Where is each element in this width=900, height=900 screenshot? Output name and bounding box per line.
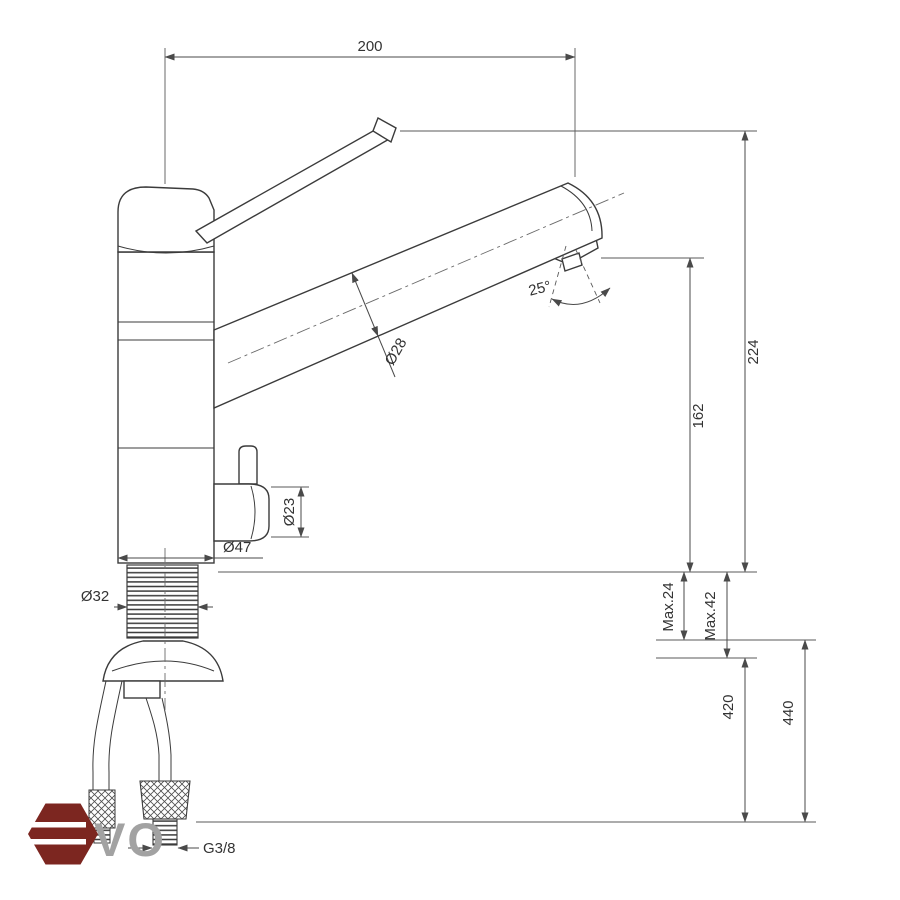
dim-224-group: 224	[400, 130, 762, 573]
dim-max24-label: Max.24	[660, 582, 677, 631]
spout	[213, 182, 603, 410]
dim-spout-dia-label: Ø28	[382, 335, 411, 368]
spout-end-seam	[560, 185, 593, 232]
logo-hexagon-icon	[28, 803, 98, 865]
dim-spout-height-label: 162	[690, 403, 707, 428]
dim-200-group: 200	[164, 38, 576, 184]
dim-hose-440-label: 440	[780, 700, 797, 725]
hose-nut	[139, 780, 191, 820]
aerator-nozzle	[561, 252, 583, 272]
spout-centerline	[227, 192, 625, 364]
faucet-body	[117, 251, 215, 564]
side-handle-seam	[250, 485, 256, 540]
logo-stripe	[26, 839, 86, 845]
dim-max24-group: Max.24	[656, 571, 816, 641]
threaded-shank	[126, 564, 199, 639]
dim-spout-reach-label: 200	[357, 38, 382, 55]
hose-right	[161, 697, 172, 781]
body-cap	[117, 186, 215, 253]
hose-threaded-tip	[152, 818, 178, 846]
lever-handle	[194, 125, 393, 244]
dim-d47-group: Ø47	[117, 539, 263, 562]
dim-angle-group: 25°	[527, 245, 611, 308]
dim-shank-dia-label: Ø32	[81, 588, 109, 605]
dim-420-group: 420	[720, 657, 749, 823]
dim-max42-label: Max.42	[702, 591, 719, 640]
dim-d23-group: Ø23	[271, 486, 309, 538]
dim-max42-group: Max.42	[656, 571, 757, 659]
side-handle-body	[213, 483, 270, 542]
dim-handle-dia-label: Ø23	[281, 498, 298, 526]
dimension-line	[351, 272, 379, 337]
side-handle-stem	[238, 445, 258, 485]
dim-440-group: 440	[780, 639, 809, 823]
brand-logo: VO	[26, 803, 166, 866]
dim-d32-group: Ø32	[81, 588, 213, 611]
cap-seam	[117, 245, 215, 254]
flange-seam	[111, 660, 215, 672]
dim-hose-420-label: 420	[720, 694, 737, 719]
logo-letters: VO	[94, 813, 166, 866]
hose-left	[108, 680, 123, 790]
dim-thread-group: G3/8	[128, 840, 236, 857]
centerlines	[164, 192, 625, 710]
angle-leg	[548, 245, 567, 308]
hose-left	[92, 680, 107, 790]
dimension-annotations: 200 224 162 Max.24 Max.42	[81, 38, 816, 857]
logo-stripe	[26, 822, 86, 828]
hose-right	[145, 697, 160, 781]
lever-handle-tip	[372, 116, 397, 144]
flange-tab	[123, 680, 161, 699]
dim-overall-height-label: 224	[745, 339, 762, 364]
faucet-outline	[88, 116, 603, 846]
dim-162-group: 162	[601, 257, 707, 573]
dim-base-dia-label: Ø47	[223, 539, 251, 556]
dimension-tail	[377, 335, 396, 378]
hose-left-braid	[88, 789, 116, 829]
angle-arc	[551, 287, 611, 307]
dim-thread-label: G3/8	[203, 840, 236, 857]
dim-angle-label: 25°	[527, 278, 553, 300]
